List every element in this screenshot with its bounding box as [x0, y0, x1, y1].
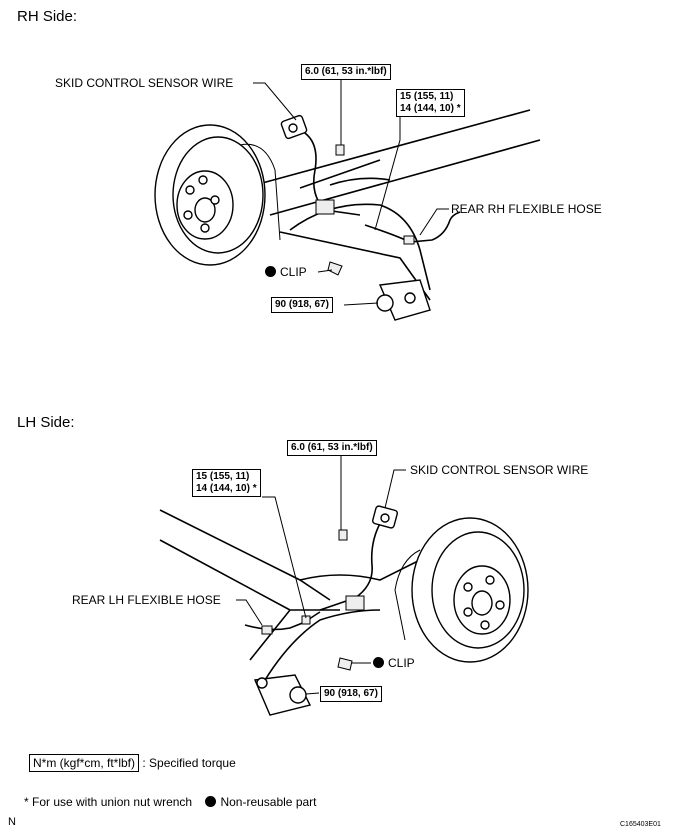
- lh-sensor-wire-label: SKID CONTROL SENSOR WIRE: [410, 463, 589, 477]
- rh-union-torque-box: 15 (155, 11) 14 (144, 10) *: [396, 89, 465, 117]
- rh-assembly-drawing: [154, 79, 541, 321]
- rh-union-torque-line2: 14 (144, 10) *: [400, 103, 461, 114]
- rh-nut-torque-box: 90 (918, 67): [271, 297, 333, 313]
- nonreusable-dot-icon: [205, 796, 217, 807]
- lh-bolt-torque-box: 6.0 (61, 53 in.*lbf): [287, 440, 377, 456]
- rh-clip-text: CLIP: [280, 265, 307, 279]
- rh-clip-label: CLIP: [265, 265, 307, 279]
- lh-union-torque-line2: 14 (144, 10) *: [196, 483, 257, 494]
- lh-union-torque-line1: 15 (155, 11): [196, 471, 250, 482]
- lh-assembly-drawing: [159, 454, 529, 716]
- nonreusable-dot-icon: [373, 657, 384, 668]
- legend-union-note: * For use with union nut wrench: [24, 795, 193, 809]
- legend-nonreusable: Non-reusable part: [205, 795, 317, 809]
- lh-union-torque-box: 15 (155, 11) 14 (144, 10) *: [192, 469, 261, 497]
- lh-flexible-hose-label: REAR LH FLEXIBLE HOSE: [72, 593, 221, 607]
- lh-clip-label: CLIP: [373, 656, 415, 670]
- figure-code: C165403E01: [620, 821, 661, 828]
- legend-unit-box: N*m (kgf*cm, ft*lbf): [29, 754, 140, 772]
- lh-clip-text: CLIP: [388, 656, 415, 670]
- rh-sensor-wire-label: SKID CONTROL SENSOR WIRE: [55, 76, 234, 90]
- legend-nonreusable-text: Non-reusable part: [220, 795, 317, 809]
- footer-letter: N: [8, 816, 16, 828]
- rh-side-heading: RH Side:: [17, 8, 78, 25]
- legend-torque-units: N*m (kgf*cm, ft*lbf) : Specified torque: [29, 754, 236, 772]
- lh-nut-torque-box: 90 (918, 67): [320, 686, 382, 702]
- lh-side-heading: LH Side:: [17, 414, 75, 431]
- legend-notes: * For use with union nut wrench Non-reus…: [24, 795, 317, 809]
- legend-unit-desc: : Specified torque: [142, 756, 236, 770]
- rh-union-torque-line1: 15 (155, 11): [400, 91, 454, 102]
- nonreusable-dot-icon: [265, 266, 276, 277]
- rh-bolt-torque-box: 6.0 (61, 53 in.*lbf): [301, 64, 391, 80]
- rh-flexible-hose-label: REAR RH FLEXIBLE HOSE: [451, 202, 602, 216]
